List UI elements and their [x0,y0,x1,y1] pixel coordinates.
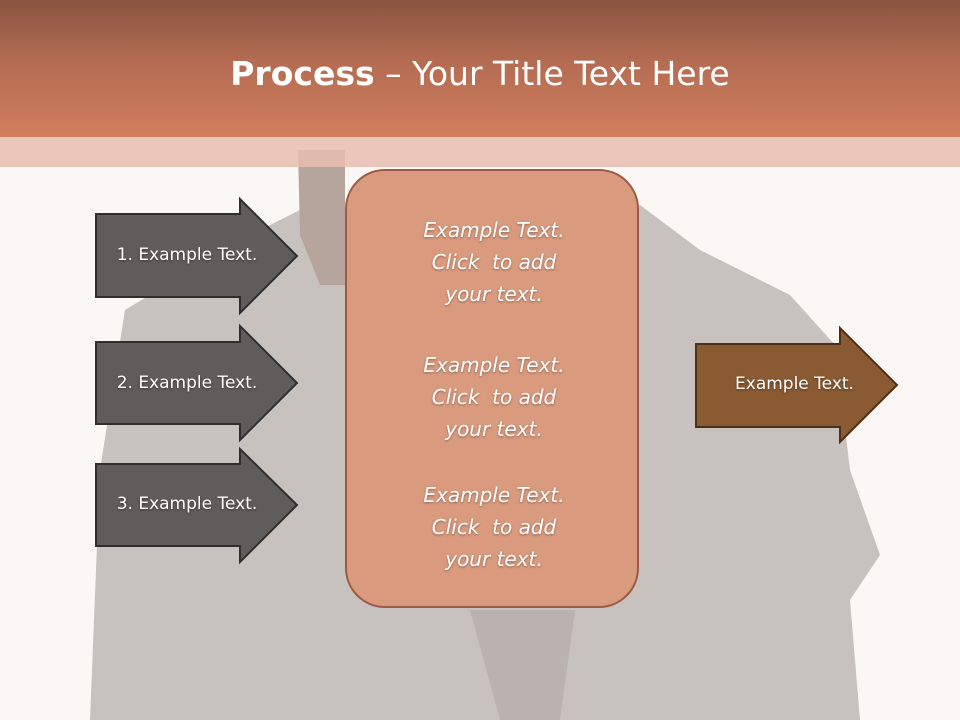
center-block-1: Example Text. Click to add your text. [347,214,641,310]
block-line: Click to add [431,515,557,539]
block-line: Click to add [431,385,557,409]
left-arrow-shape-2 [95,323,299,443]
right-arrow-shape [695,325,899,445]
title-band [0,0,960,137]
center-block-2: Example Text. Click to add your text. [347,349,641,445]
block-line: Example Text. [423,483,565,507]
block-line: Example Text. [423,218,565,242]
block-line: your text. [445,417,543,441]
slide-title[interactable]: Process – Your Title Text Here [0,52,960,96]
block-line: Example Text. [423,353,565,377]
left-arrow-3-label[interactable]: 3. Example Text. [116,494,258,514]
block-line: your text. [445,282,543,306]
title-rest: – Your Title Text Here [374,54,730,93]
left-arrow-shape-3 [95,446,299,565]
block-line: your text. [445,547,543,571]
block-line: Click to add [431,250,557,274]
center-text-box[interactable]: Example Text. Click to add your text. Ex… [345,169,639,608]
left-arrow-shape-1 [95,196,299,316]
hair-shape [298,150,345,285]
title-strip [0,137,960,167]
left-arrow-2-label[interactable]: 2. Example Text. [116,373,258,393]
right-arrow-label[interactable]: Example Text. [735,374,854,394]
center-block-3: Example Text. Click to add your text. [347,479,641,575]
title-bold: Process [230,54,375,93]
left-arrow-1-label[interactable]: 1. Example Text. [116,245,258,265]
shirt-shape [470,610,575,720]
